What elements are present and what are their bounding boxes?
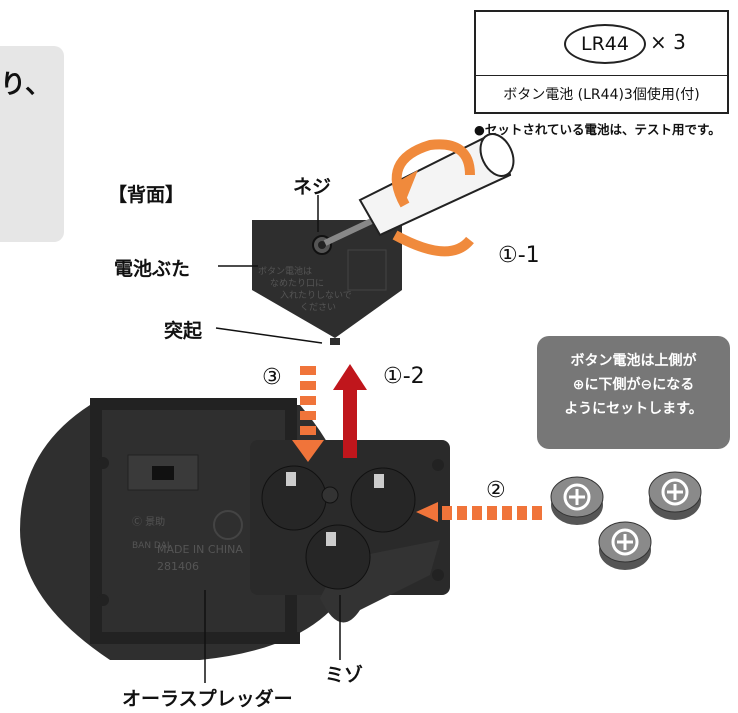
lift-arrow-icon [343, 386, 357, 458]
button-battery-icon [550, 476, 604, 525]
cover-warning-3: 入れたりしないで [280, 290, 352, 301]
cover-warning-4: ください [300, 302, 336, 313]
battery-quantity: × 3 [650, 30, 686, 54]
orientation-note-line1: ボタン電池は上側が [570, 353, 697, 369]
protrusion-label: 突起 [164, 320, 203, 342]
insert-arrow-icon [292, 366, 324, 462]
device-origin-text: MADE IN CHINA [157, 543, 243, 556]
rotate-arrow-icon [391, 139, 475, 208]
device-maker-text: Ⓒ 景助 [132, 515, 165, 528]
battery-spec-box: LR44 × 3 ボタン電池 (LR44)3個使用(付) [474, 10, 729, 114]
orientation-note: ボタン電池は上側が ⊕に下側が⊖になる ようにセットします。 [537, 336, 730, 449]
side-panel [0, 46, 64, 242]
screw-label: ネジ [293, 176, 332, 198]
product-name-label: オーラスプレッダー [122, 688, 293, 710]
side-panel-text: り、 [0, 70, 51, 100]
button-battery-icon [598, 521, 652, 570]
step-2-label: ② [486, 478, 506, 503]
orientation-note-line3: ようにセットします。 [564, 401, 703, 417]
device-model-text: 281406 [157, 560, 199, 573]
groove-label: ミゾ [325, 664, 364, 686]
back-side-label: 【背面】 [108, 184, 185, 206]
step-1-2-label: ①-2 [383, 364, 425, 389]
leader-lines [204, 195, 341, 683]
step-3-label: ③ [262, 365, 282, 390]
test-battery-note: ●セットされている電池は、テスト用です。 [474, 122, 721, 137]
battery-slots [261, 465, 416, 590]
cover-warning-1: ボタン電池は [258, 265, 312, 277]
box-divider [476, 75, 727, 76]
battery-usage-text: ボタン電池 (LR44)3個使用(付) [503, 87, 700, 103]
step-1-1-label: ①-1 [498, 243, 540, 268]
battery-insert-arrow-icon [416, 502, 542, 522]
device-brand-text: BAN DAI [132, 541, 170, 551]
battery-cover-label: 電池ぶた [114, 258, 191, 280]
button-battery-icon [648, 471, 702, 520]
cover-warning-2: なめたり口に [270, 278, 324, 289]
lr44-battery-label: LR44 [564, 24, 646, 64]
orientation-note-line2: ⊕に下側が⊖になる [572, 377, 695, 393]
